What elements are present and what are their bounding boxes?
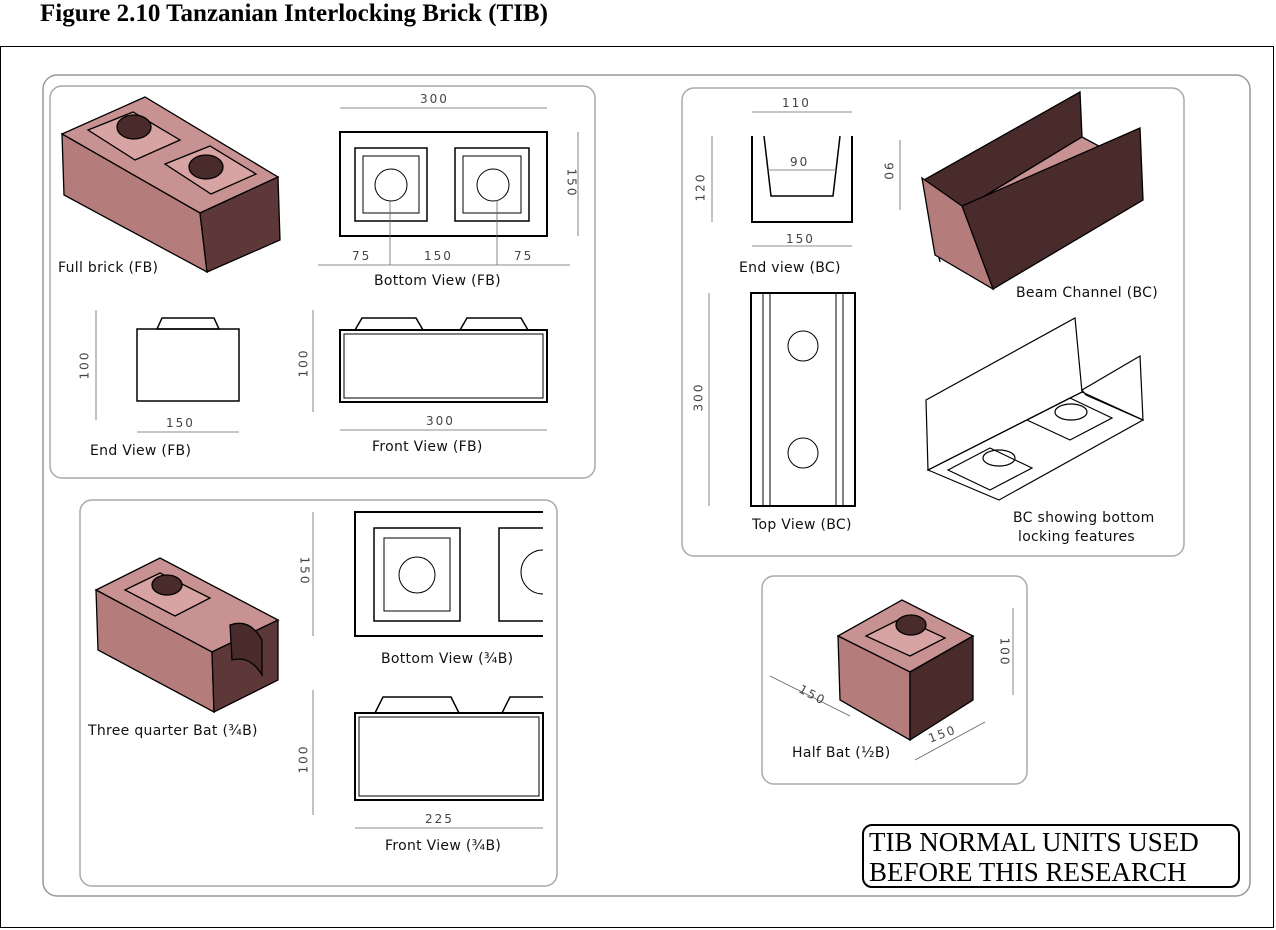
figure-frame — [0, 46, 1274, 928]
half-bat-iso — [769, 599, 1014, 761]
panel-three-quarter-bat — [79, 499, 558, 887]
label-bottom-view-tq: Bottom View (¾B) — [381, 651, 514, 667]
stamp-line2: BEFORE THIS RESEARCH — [869, 857, 1187, 887]
label-bc-bottom-line2: locking features — [1018, 529, 1135, 545]
dim-fb-bottom-seg2: 150 — [424, 249, 453, 263]
figure-title: Figure 2.10 Tanzanian Interlocking Brick… — [40, 0, 548, 27]
dim-tq-front-height: 100 — [296, 744, 311, 774]
end-view-bc — [711, 111, 901, 247]
label-beam-channel: Beam Channel (BC) — [1016, 285, 1158, 301]
dim-fb-front-height: 100 — [296, 348, 311, 378]
beam-channel-iso — [921, 90, 1144, 291]
dim-fb-end-width: 150 — [166, 416, 195, 430]
label-end-view-bc: End view (BC) — [739, 260, 841, 276]
dim-bc-end-bottom: 150 — [786, 232, 815, 246]
dim-tq-front-length: 225 — [425, 812, 454, 826]
label-bc-bottom-line1: BC showing bottom — [1013, 510, 1155, 526]
note-stamp: TIB NORMAL UNITS USED BEFORE THIS RESEAR… — [862, 824, 1240, 888]
label-bottom-view-fb: Bottom View (FB) — [374, 273, 501, 289]
bottom-view-tq — [312, 511, 544, 637]
label-end-view-fb: End View (FB) — [90, 443, 192, 459]
dim-fb-bottom-seg1: 75 — [352, 249, 372, 263]
dim-fb-front-length: 300 — [426, 414, 455, 428]
dim-bc-top-length: 300 — [691, 382, 706, 412]
label-three-quarter-bat: Three quarter Bat (¾B) — [88, 723, 258, 739]
dim-fb-bottom-length: 300 — [420, 92, 449, 106]
dim-hb-height: 100 — [997, 637, 1012, 667]
dim-fb-end-height: 100 — [77, 350, 92, 380]
outer-panel — [42, 74, 1251, 897]
three-quarter-bat-iso — [94, 557, 280, 714]
bc-bottom-iso — [925, 317, 1145, 501]
dim-bc-end-top: 110 — [782, 96, 811, 110]
dim-fb-bottom-width: 150 — [564, 168, 579, 198]
dim-bc-end-inner: 90 — [790, 155, 810, 169]
top-view-bc — [708, 292, 856, 507]
dim-tq-bottom-width: 150 — [297, 556, 312, 586]
bottom-view-fb — [318, 107, 579, 266]
dim-bc-end-inner-height: 90 — [881, 162, 896, 182]
dim-fb-bottom-seg3: 75 — [514, 249, 534, 263]
label-full-brick: Full brick (FB) — [58, 260, 159, 276]
label-top-view-bc: Top View (BC) — [752, 517, 852, 533]
dim-bc-end-height: 120 — [693, 172, 708, 202]
label-front-view-fb: Front View (FB) — [372, 439, 483, 455]
label-half-bat: Half Bat (½B) — [792, 745, 891, 761]
full-brick-iso — [60, 96, 281, 274]
label-front-view-tq: Front View (¾B) — [385, 838, 502, 854]
stamp-line1: TIB NORMAL UNITS USED — [869, 827, 1199, 857]
panel-beam-channel — [681, 87, 1185, 557]
panel-full-brick — [49, 85, 596, 479]
front-view-tq — [312, 690, 544, 829]
front-view-fb — [312, 310, 548, 431]
end-view-fb — [95, 310, 240, 433]
panel-half-bat — [761, 575, 1028, 785]
